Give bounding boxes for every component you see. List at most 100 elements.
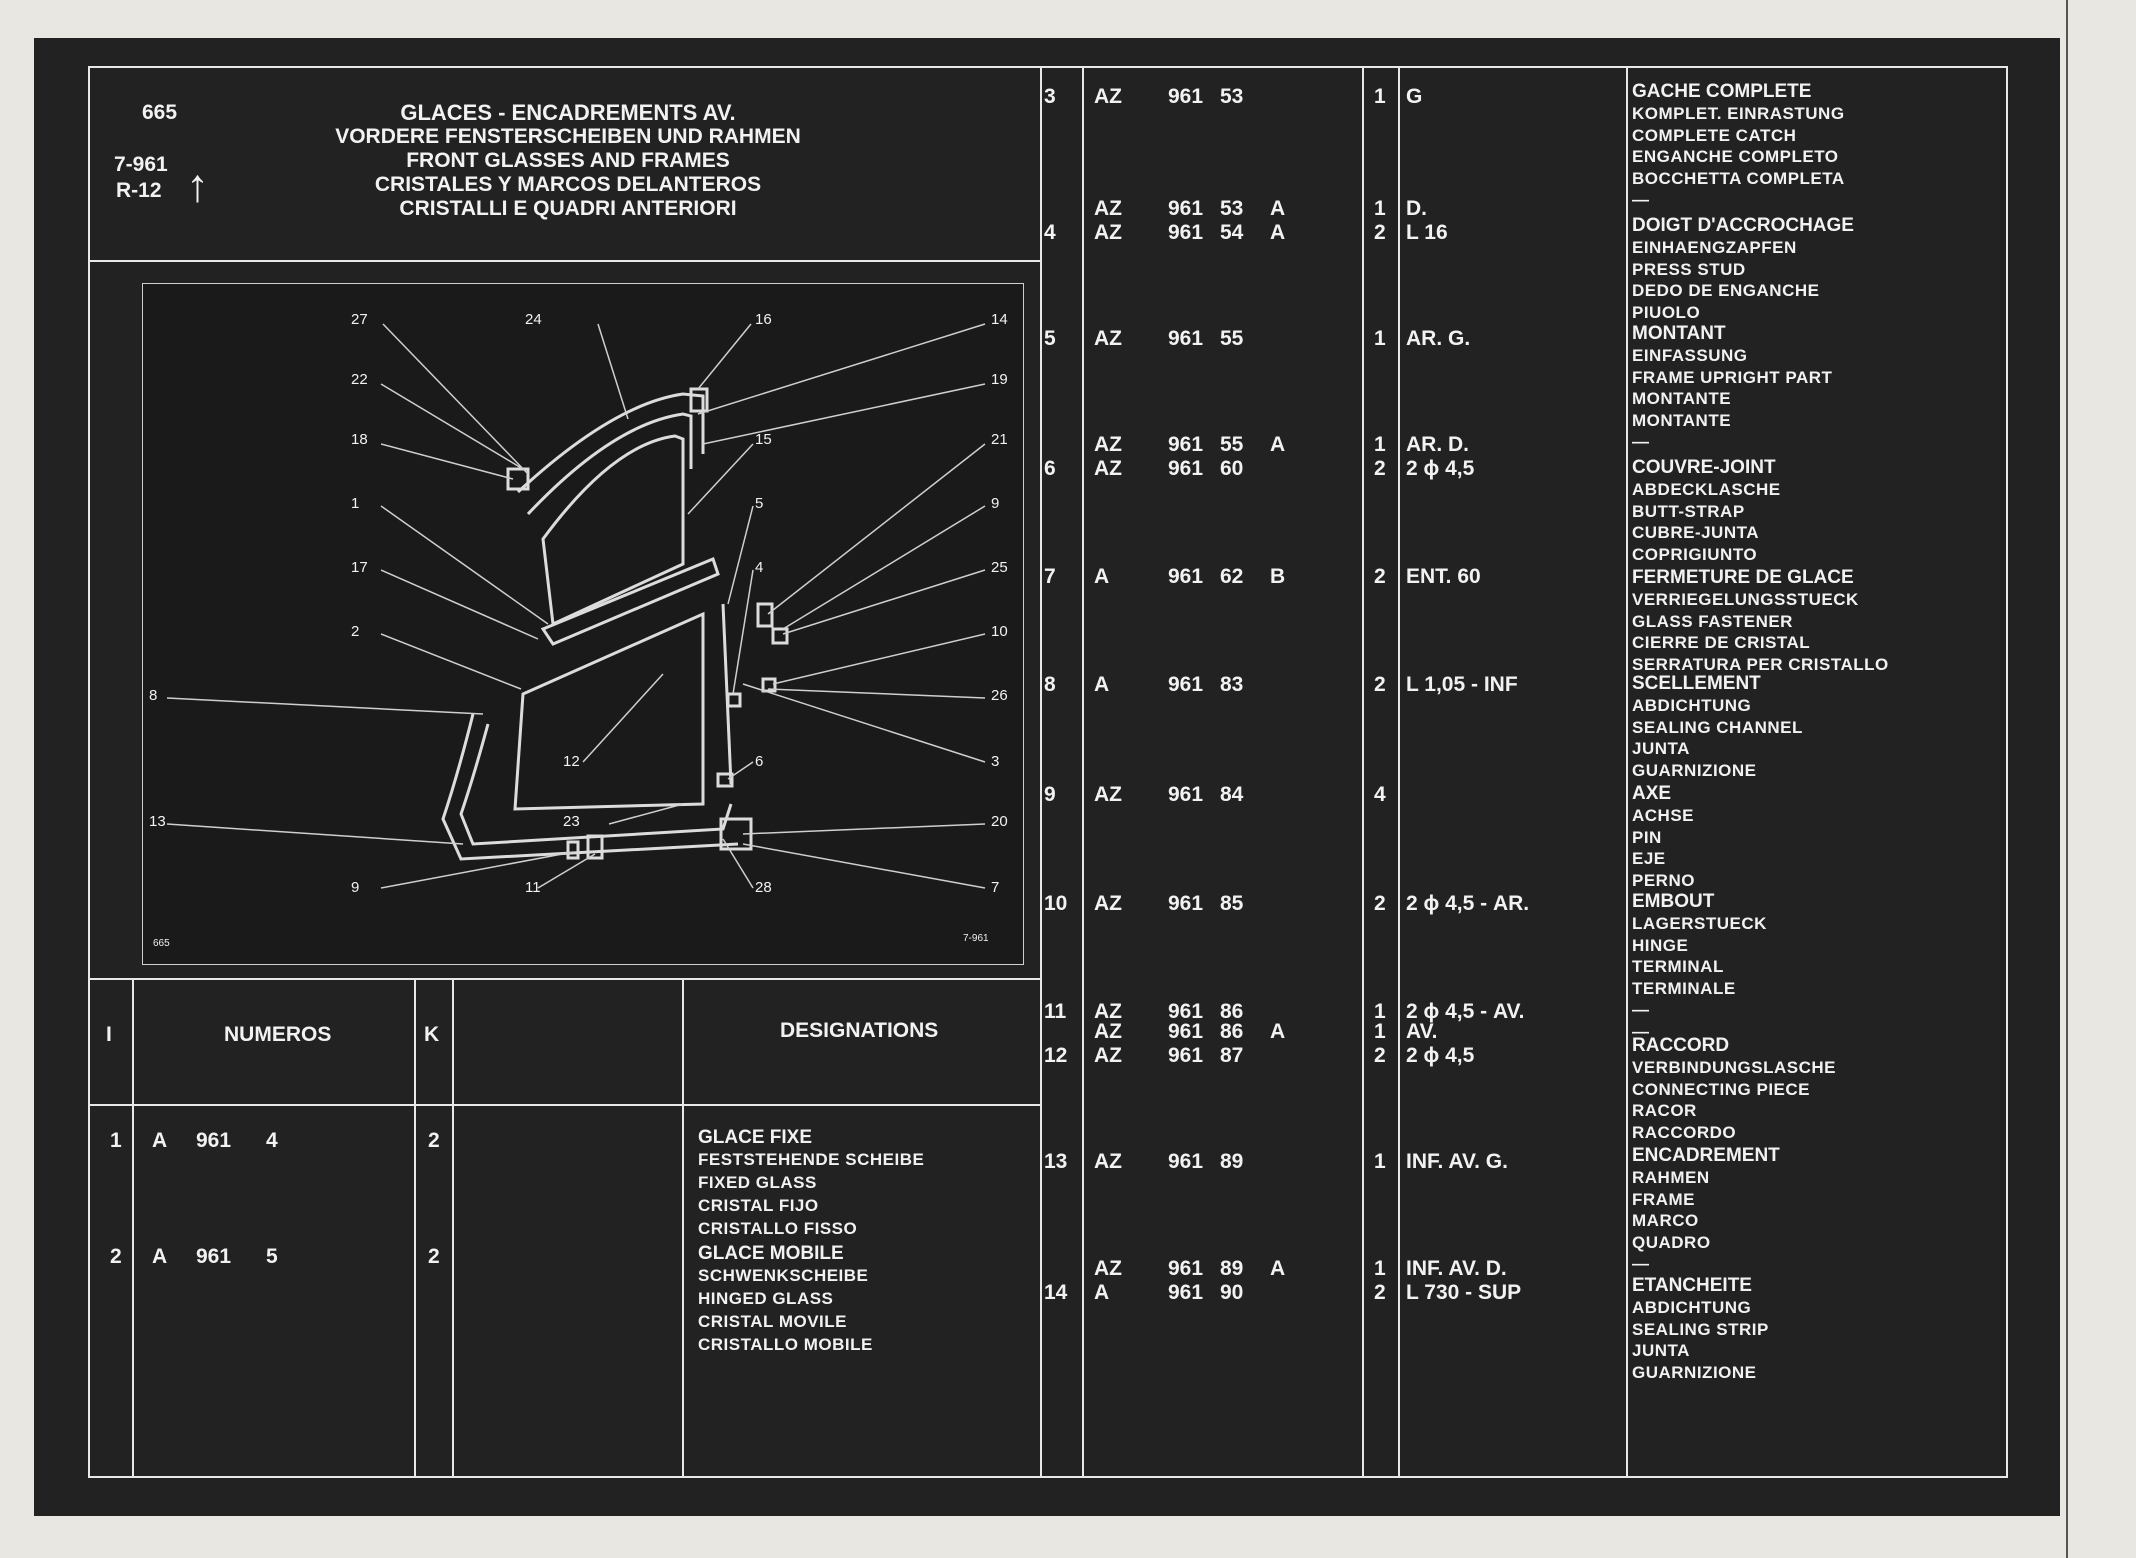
row-qty: 2 [1374, 892, 1386, 915]
row-index: 2 [110, 1245, 122, 1268]
row-number: 90 [1220, 1281, 1244, 1304]
callout-label: 18 [351, 431, 368, 448]
designation-line: SEALING STRIP [1632, 1319, 1769, 1339]
row-number: 86 [1220, 1020, 1244, 1043]
callout-label: 28 [755, 879, 772, 896]
row-qty: 1 [1374, 85, 1386, 108]
designation-line: GLACE FIXE [698, 1127, 813, 1148]
row-prefix: AZ [1094, 457, 1122, 480]
row-note: 2 ϕ 4,5 [1406, 1044, 1475, 1067]
row-note: D. [1406, 197, 1427, 220]
designation-line: FRAME [1632, 1189, 1695, 1209]
row-index: 11 [1044, 1000, 1067, 1023]
catch-part [756, 602, 774, 628]
pin-part [726, 692, 742, 708]
glass-frame-parts [441, 387, 789, 861]
row-prefix: AZ [1094, 1044, 1122, 1067]
ref-code-2: R-12 [116, 179, 162, 202]
row-group: 961 [1168, 1257, 1204, 1280]
row-qty: 2 [428, 1129, 440, 1152]
designation-heading: RACCORD [1632, 1035, 1730, 1056]
designation-line: — [1632, 1021, 1650, 1041]
row-number: 86 [1220, 1000, 1244, 1023]
butt-strap-part [716, 772, 734, 788]
leader-14 [697, 323, 986, 415]
row-note: L 1,05 - INF [1406, 673, 1518, 696]
row-qty: 1 [1374, 197, 1386, 220]
row-qty: 1 [1374, 433, 1386, 456]
designation-line: SEALING CHANNEL [1632, 717, 1803, 737]
row-index: 6 [1044, 457, 1056, 480]
designation-line: FRAME UPRIGHT PART [1632, 367, 1833, 387]
designation-line: KOMPLET. EINRASTUNG [1632, 104, 1845, 123]
row-suffix: A [1270, 433, 1286, 456]
leader-20 [742, 823, 986, 835]
press-stud-part [506, 467, 530, 491]
callout-label: 15 [755, 431, 772, 448]
diagram-code-right: 7-961 [963, 933, 989, 944]
row-prefix: AZ [1094, 1150, 1122, 1173]
row-qty: 2 [1374, 565, 1386, 588]
row-prefix: AZ [1094, 892, 1122, 915]
designation-line: HINGED GLASS [698, 1289, 834, 1308]
designation-line: JUNTA [1632, 1341, 1690, 1360]
designation-line: CRISTAL MOVILE [698, 1312, 847, 1331]
divider-left-k2 [452, 978, 454, 1478]
row-qty: 1 [1374, 1150, 1386, 1173]
row-number: 62 [1220, 565, 1244, 588]
diagram-drawing [166, 323, 986, 889]
diagram-divider [88, 978, 1040, 980]
header-title-line: GLACES - ENCADREMENTS AV. [400, 100, 736, 125]
callout-label: 6 [755, 753, 764, 770]
callout-label: 3 [991, 753, 1000, 770]
row-prefix: AZ [1094, 1000, 1122, 1023]
designation-line: JUNTA [1632, 739, 1690, 758]
callout-label: 8 [149, 687, 158, 704]
designation-line: LAGERSTUECK [1632, 914, 1767, 933]
designation-line: PIN [1632, 827, 1662, 847]
callout-label: 2 [351, 623, 360, 640]
callout-label: 25 [991, 559, 1008, 576]
row-number: 84 [1220, 783, 1244, 806]
leader-28 [722, 838, 754, 889]
designation-line: ABDICHTUNG [1632, 1298, 1752, 1317]
leader-2 [380, 633, 522, 690]
designation-line: CIERRE DE CRISTAL [1632, 633, 1811, 652]
designation-line: CRISTALLO MOBILE [698, 1335, 873, 1354]
designation-heading: FERMETURE DE GLACE [1632, 567, 1854, 588]
row-index: 9 [1044, 783, 1056, 806]
designation-line: VERBINDUNGSLASCHE [1632, 1058, 1837, 1077]
row-number: 4 [266, 1129, 278, 1152]
leader-4 [732, 569, 754, 695]
designation-line: RACCORDO [1632, 1122, 1737, 1142]
leader-6 [727, 761, 754, 780]
designation-line: MONTANTE [1632, 410, 1732, 430]
fixed-glass [541, 434, 685, 627]
leader-5 [727, 505, 754, 605]
callout-label: 12 [563, 753, 580, 770]
row-index: 3 [1044, 85, 1056, 108]
leader-19 [702, 383, 986, 445]
row-index: 4 [1044, 221, 1056, 244]
row-qty: 1 [1374, 1020, 1386, 1043]
row-note: AR. G. [1406, 327, 1471, 350]
row-note: AV. [1406, 1020, 1438, 1043]
row-note: G [1406, 85, 1423, 108]
designation-line: SCHWENKSCHEIBE [698, 1266, 869, 1285]
designation-line: RAHMEN [1632, 1168, 1710, 1187]
col-k-header: K [424, 1023, 440, 1046]
row-note: INF. AV. D. [1406, 1257, 1507, 1280]
leader-21 [767, 443, 986, 615]
callout-label: 9 [991, 495, 1000, 512]
row-suffix: A [1270, 1257, 1286, 1280]
row-number: 53 [1220, 197, 1244, 220]
arrow-up-icon: ↑ [186, 159, 209, 211]
callout-label: 16 [755, 311, 772, 328]
upper-seal [516, 392, 705, 494]
row-index: 5 [1044, 327, 1056, 350]
row-group: 961 [1168, 1044, 1204, 1067]
callout-label: 21 [991, 431, 1008, 448]
divider-left-i [132, 978, 134, 1478]
row-prefix: AZ [1094, 85, 1122, 108]
ref-code-1: 7-961 [114, 153, 168, 176]
